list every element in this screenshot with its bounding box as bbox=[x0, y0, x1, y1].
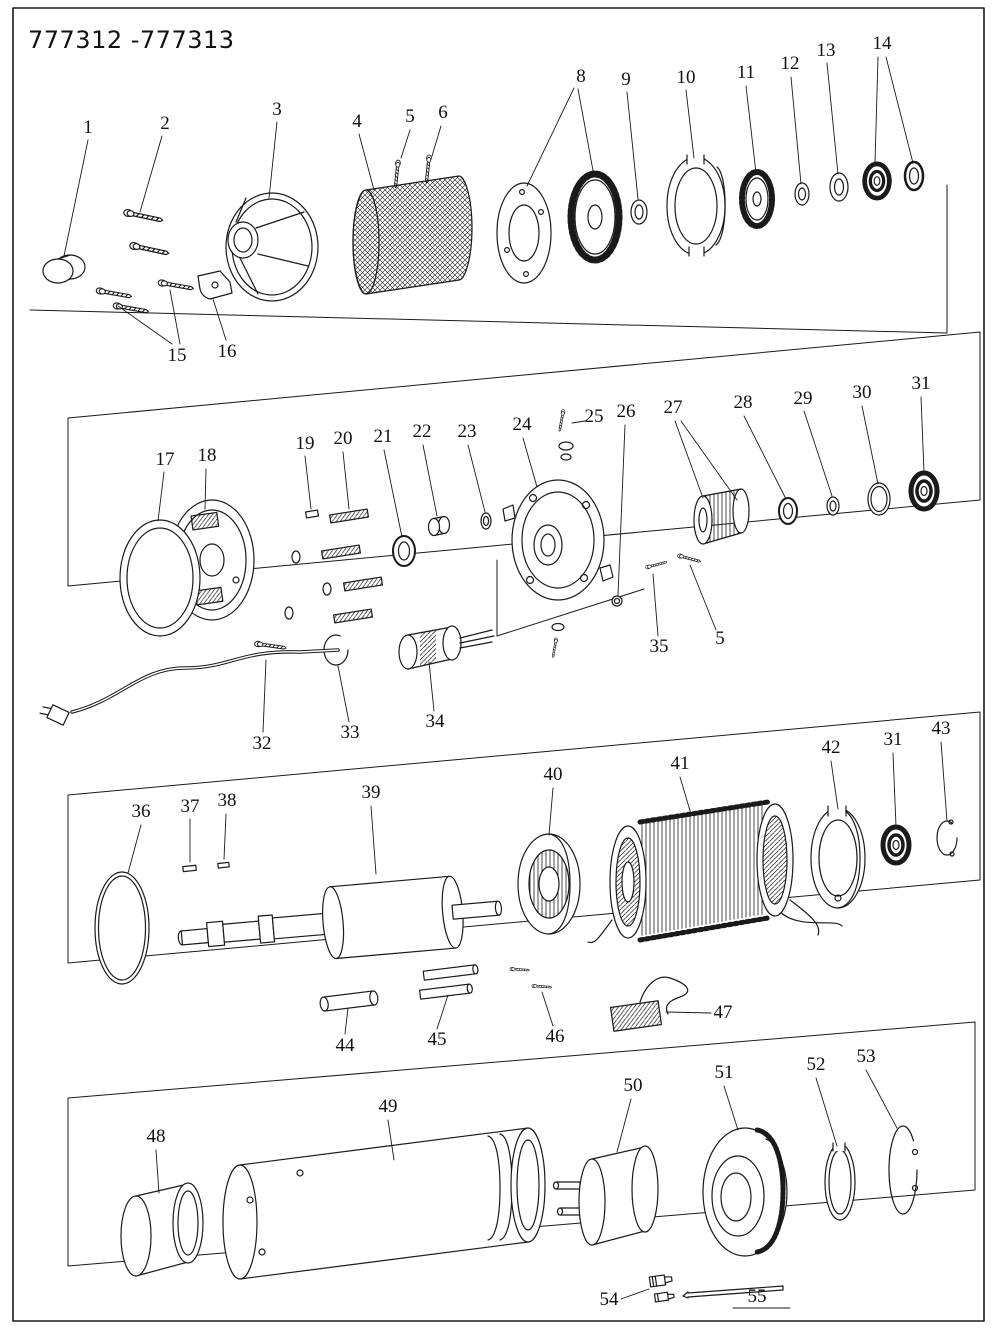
part-39-rotor-shaft bbox=[177, 875, 503, 960]
part-11-gear bbox=[739, 169, 775, 229]
row-2-seal-assembly bbox=[39, 409, 937, 726]
power-cable bbox=[39, 648, 340, 726]
part-43-circlip bbox=[936, 819, 958, 857]
row-4-shell bbox=[120, 1125, 919, 1303]
part-21-seal-ring bbox=[392, 535, 416, 567]
group-boxes bbox=[29, 184, 981, 1267]
part-19-pin bbox=[305, 509, 319, 519]
row-1-pump-head bbox=[42, 154, 925, 316]
part-10-bracket bbox=[666, 154, 726, 257]
group-box-4 bbox=[67, 1021, 976, 1267]
part-6-screw bbox=[423, 154, 433, 184]
group-box-3 bbox=[67, 711, 981, 964]
part-24-seal-bracket bbox=[502, 409, 614, 659]
group-box-1 bbox=[29, 184, 948, 334]
row-3-motor-core bbox=[94, 799, 958, 1032]
part-seal-plate bbox=[496, 182, 552, 284]
part-32-screw bbox=[253, 640, 287, 652]
part-44-pin bbox=[319, 990, 379, 1012]
part-51-threaded-end-cap bbox=[702, 1127, 788, 1257]
part-16-clamp-bracket bbox=[197, 270, 233, 300]
part-9-spacer-ring bbox=[630, 199, 648, 225]
part-2-screws bbox=[122, 208, 171, 258]
part-29-washer bbox=[826, 496, 840, 516]
part-36-o-ring bbox=[94, 871, 150, 985]
part-48-sleeve bbox=[120, 1182, 204, 1277]
part-31-bearing bbox=[911, 473, 937, 509]
part-5b-screw bbox=[676, 553, 702, 564]
part-52-ring bbox=[824, 1142, 856, 1221]
part-42-end-shield bbox=[810, 805, 866, 909]
part-54-fittings bbox=[648, 1274, 675, 1303]
part-5-screw bbox=[392, 159, 402, 189]
part-34-cable-gland bbox=[398, 625, 495, 670]
part-38-key bbox=[217, 861, 230, 869]
part-37-key bbox=[182, 864, 197, 873]
group-box-2 bbox=[67, 331, 981, 637]
part-28-seal-ring bbox=[778, 497, 798, 525]
part-20-springs bbox=[284, 508, 383, 624]
page-border bbox=[12, 7, 985, 1322]
part-23-washer bbox=[480, 512, 492, 530]
part-53-circlip bbox=[888, 1125, 919, 1215]
part-30-ring bbox=[867, 482, 891, 516]
part-55-rod bbox=[682, 1285, 784, 1299]
part-4-knurled-sleeve bbox=[352, 175, 473, 295]
part-35-screw bbox=[644, 559, 668, 570]
diagram-title: 777312 -777313 bbox=[28, 26, 235, 54]
part-1-end-cap bbox=[42, 254, 86, 284]
part-13-washer bbox=[829, 172, 849, 202]
part-41-stator-windings bbox=[587, 799, 843, 944]
part-8-fan-gear bbox=[567, 170, 623, 264]
part-50-end-cylinder bbox=[552, 1145, 659, 1246]
part-14-bearing bbox=[865, 160, 925, 198]
part-40-flux-ring bbox=[517, 833, 581, 935]
part-17-ring-cover bbox=[119, 519, 201, 637]
part-27-threaded-coupling bbox=[693, 488, 750, 545]
part-46-studs bbox=[509, 966, 553, 990]
part-3-diffuser bbox=[225, 192, 319, 302]
part-47-wire-clip bbox=[609, 976, 689, 1032]
part-12-washer bbox=[794, 182, 810, 206]
part-45-pins bbox=[418, 964, 479, 1000]
part-15-screws bbox=[95, 278, 195, 316]
part-22-bushing bbox=[427, 515, 451, 537]
leader-lines bbox=[63, 56, 948, 1309]
part-31b-bearing bbox=[883, 827, 909, 863]
part-49-motor-shell bbox=[222, 1127, 546, 1280]
part-26-nut bbox=[611, 595, 623, 607]
